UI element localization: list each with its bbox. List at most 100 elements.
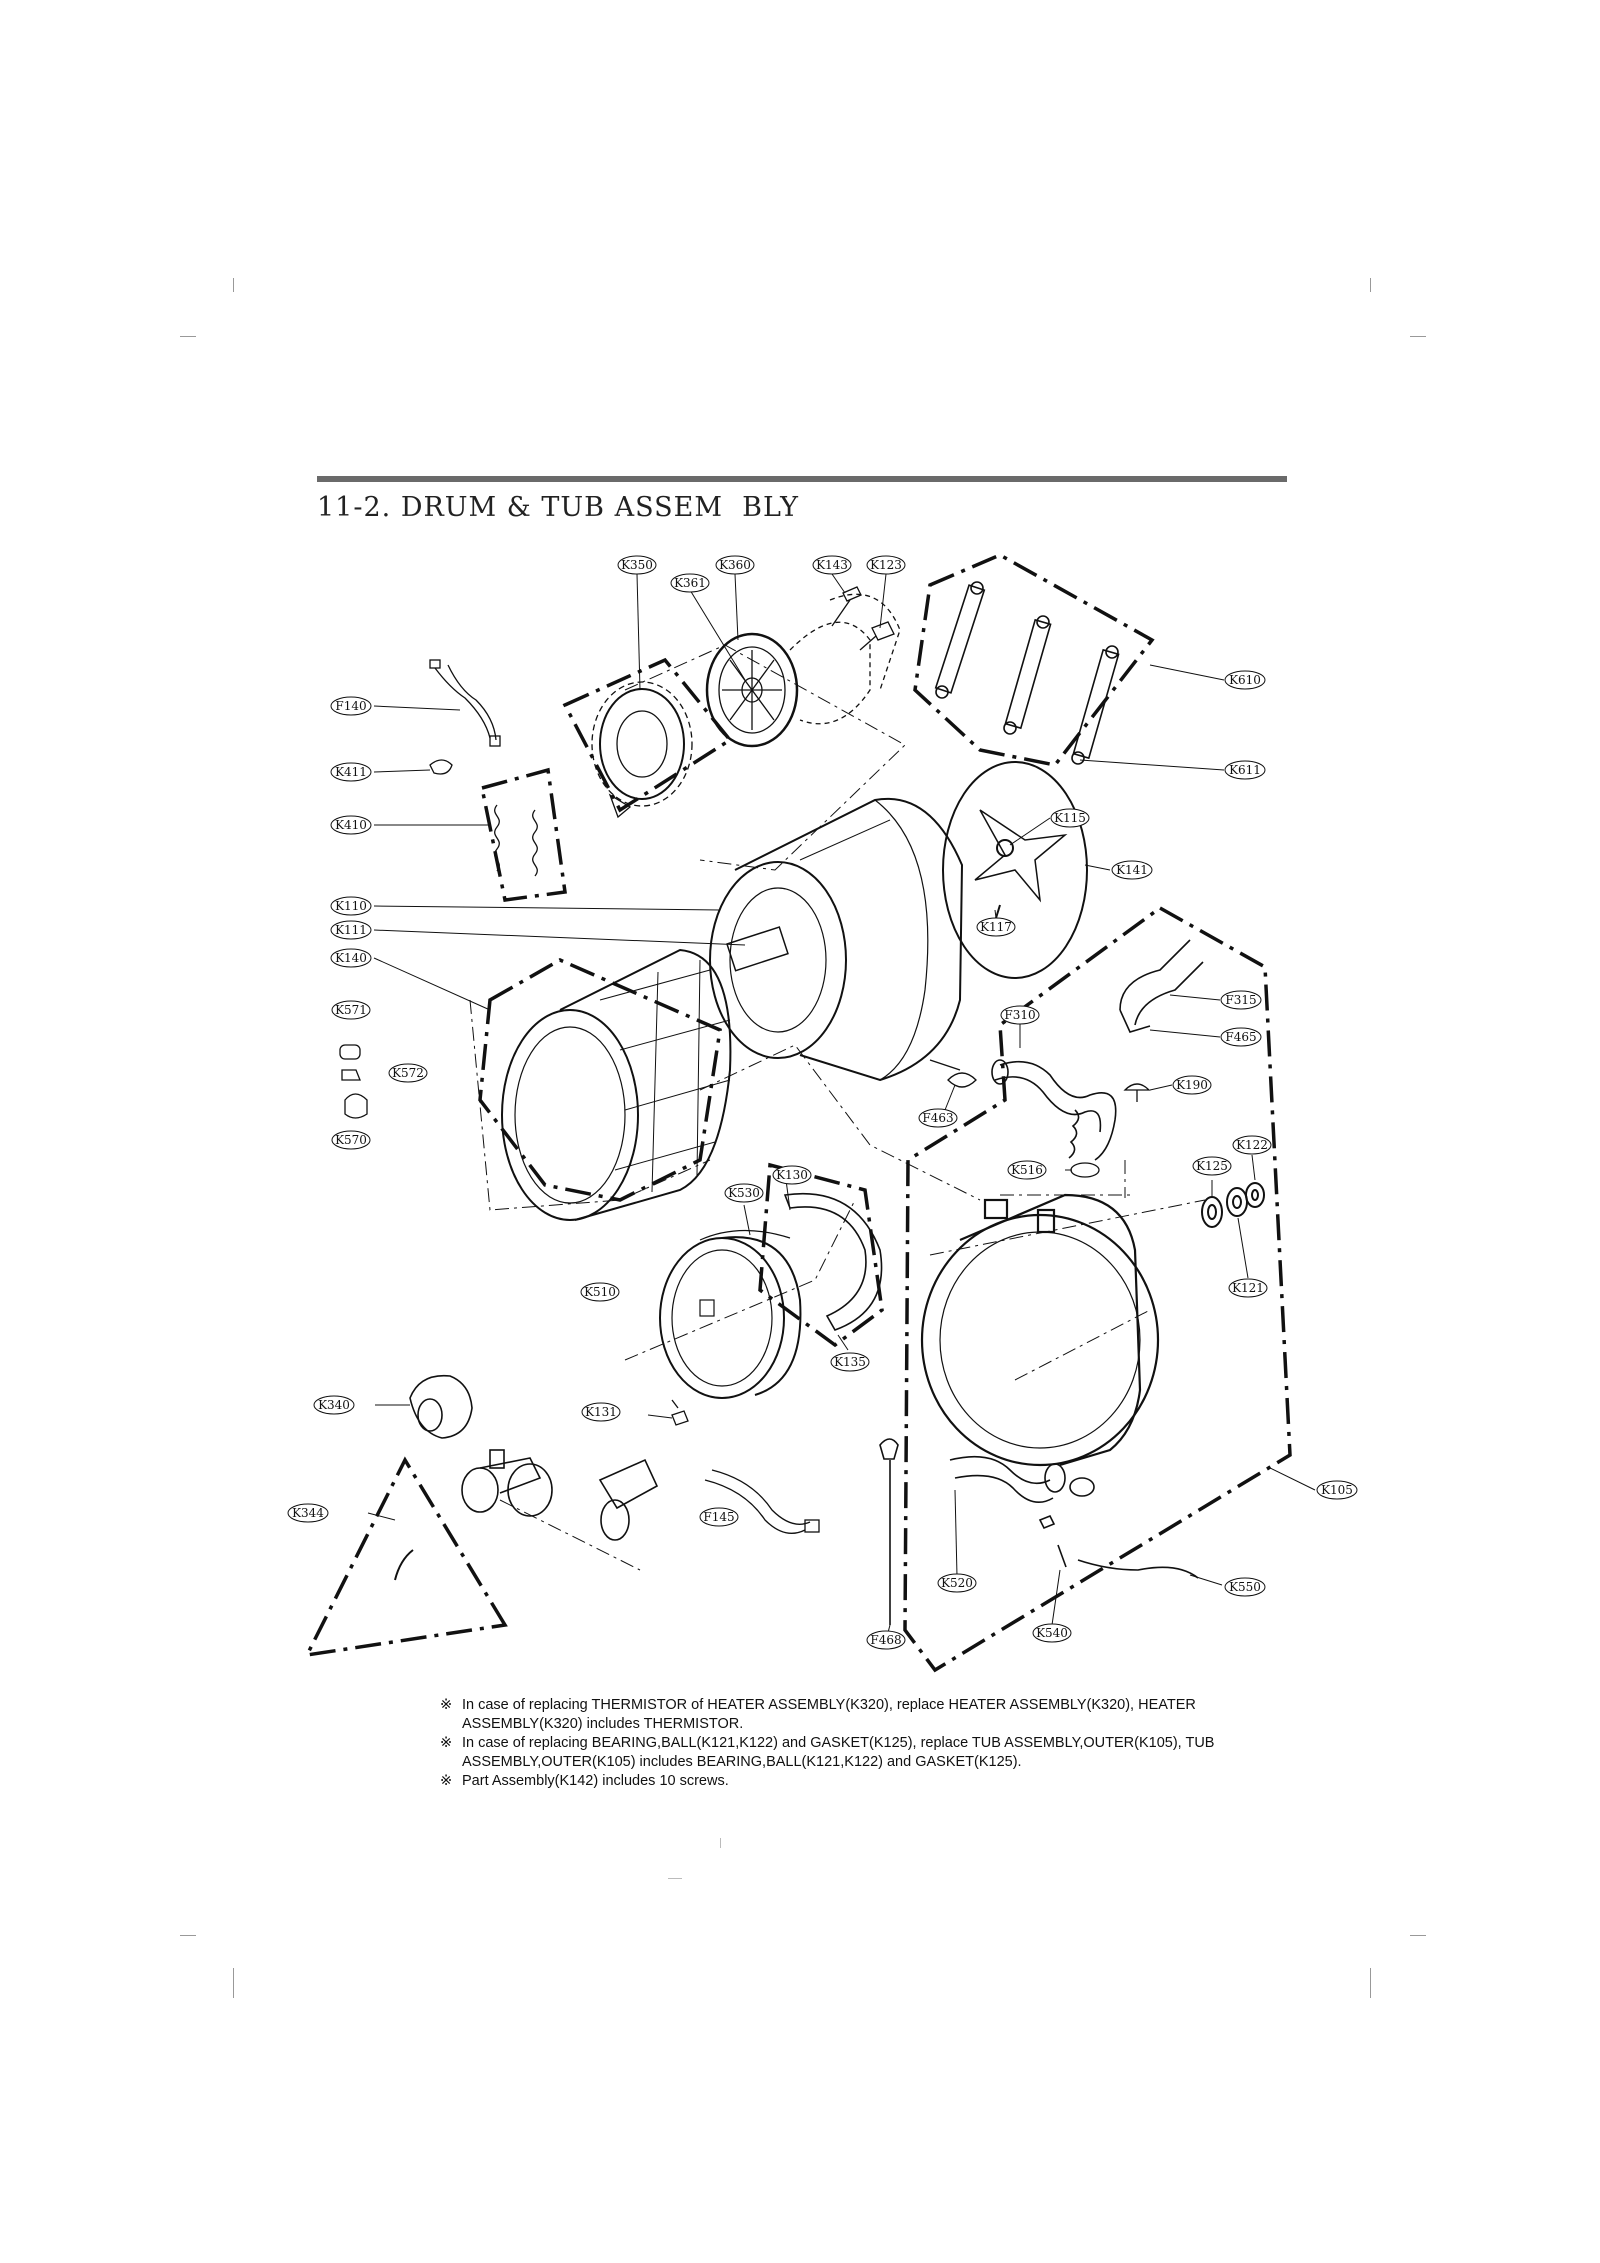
callout-label: K131 <box>585 1405 617 1419</box>
damper-1 <box>934 581 986 699</box>
crop-mark <box>180 336 196 337</box>
callout-label: F465 <box>1225 1030 1256 1044</box>
callout: K410 <box>330 815 372 835</box>
callout-label: K111 <box>335 923 367 937</box>
leader-lines <box>367 573 1316 1641</box>
callout: K141 <box>1111 860 1153 880</box>
callout-label: F145 <box>703 1510 734 1524</box>
callout-label: K411 <box>335 765 367 779</box>
callout-label: K610 <box>1229 673 1261 687</box>
callout-label: K410 <box>335 818 367 832</box>
callout-label: K344 <box>292 1506 324 1520</box>
note-mark: ※ <box>440 1735 453 1751</box>
callout-label: F463 <box>922 1111 953 1125</box>
callout-label: K105 <box>1321 1483 1353 1497</box>
hose-parts <box>991 939 1204 1161</box>
callout: K611 <box>1224 760 1266 780</box>
damper-3 <box>1071 645 1120 765</box>
rotor-part <box>705 593 901 748</box>
screw-part <box>671 1399 689 1426</box>
callout-label: K117 <box>980 920 1012 934</box>
page-title: 11-2. DRUM & TUB ASSEM BLY <box>317 492 799 523</box>
note-mark: ※ <box>440 1773 453 1789</box>
callout-label: K570 <box>335 1133 367 1147</box>
callout-label: K140 <box>335 951 367 965</box>
callout: K344 <box>287 1503 329 1523</box>
callout-label: K510 <box>584 1285 616 1299</box>
callout-label: K516 <box>1011 1163 1043 1177</box>
callout: K121 <box>1228 1278 1268 1298</box>
crop-mark <box>180 1935 196 1936</box>
spring-parts <box>494 804 538 877</box>
crop-mark <box>1410 1935 1426 1936</box>
callout-label: K190 <box>1176 1078 1208 1092</box>
rotor-bolts <box>831 586 895 651</box>
callout-label: K360 <box>719 558 751 572</box>
note-item: ※Part Assembly(K142) includes 10 screws. <box>440 1772 1280 1791</box>
crop-mark <box>1370 278 1371 292</box>
callout: K190 <box>1172 1075 1212 1095</box>
callout: K571 <box>331 1000 371 1020</box>
callout: K550 <box>1224 1577 1266 1597</box>
callout: K350 <box>617 555 657 575</box>
callout: K115 <box>1050 808 1090 828</box>
callout: K130 <box>772 1165 812 1185</box>
title-rule <box>317 476 1287 482</box>
callout: K361 <box>670 573 710 593</box>
valve-parts <box>929 1059 1151 1178</box>
callout-labels: K350 K360 K361 K143 K123 F140 K611 K610 … <box>287 555 1358 1650</box>
callout-label: K110 <box>335 899 367 913</box>
tub-group-outline <box>903 905 1292 1673</box>
callout-label: K135 <box>834 1355 866 1369</box>
harness-2-part <box>704 1469 820 1534</box>
callout: F465 <box>1220 1027 1262 1047</box>
callout-label: F140 <box>335 699 366 713</box>
callout: K516 <box>1007 1160 1047 1180</box>
note-text: In case of replacing BEARING,BALL(K121,K… <box>462 1735 1215 1770</box>
bracket-part <box>783 1192 883 1331</box>
drain-pump-part <box>394 1449 659 1581</box>
callout: K540 <box>1032 1623 1072 1643</box>
rotor-group-outline <box>562 657 733 813</box>
crop-mark <box>233 1968 234 1998</box>
callout-label: F315 <box>1225 993 1256 1007</box>
callout-label: K611 <box>1229 763 1261 777</box>
lower-hose-parts <box>879 1438 1199 1625</box>
notes-block: ※In case of replacing THERMISTOR of HEAT… <box>440 1696 1280 1791</box>
callout: K520 <box>937 1573 977 1593</box>
callout-label: K143 <box>816 558 848 572</box>
callout-label: F468 <box>870 1633 901 1647</box>
callout-label: K122 <box>1236 1138 1268 1152</box>
callout-label: K350 <box>621 558 653 572</box>
callout: K411 <box>330 762 372 782</box>
crop-mark <box>233 278 234 292</box>
callout: K122 <box>1232 1135 1272 1155</box>
callout-label: K130 <box>776 1168 808 1182</box>
callout: K110 <box>330 896 372 916</box>
heater-part <box>409 1374 473 1439</box>
small-fittings <box>339 1044 368 1119</box>
tub-front-outline <box>478 958 722 1202</box>
callout: K123 <box>866 555 906 575</box>
drum-part <box>709 797 964 1082</box>
callout-label: K340 <box>318 1398 350 1412</box>
callout-label: K530 <box>728 1186 760 1200</box>
callout-label: K123 <box>870 558 902 572</box>
clip-part <box>429 759 453 775</box>
callout-label: K125 <box>1196 1159 1228 1173</box>
bearing-parts <box>1201 1182 1265 1228</box>
callout-label: K121 <box>1232 1281 1264 1295</box>
note-mark: ※ <box>440 1697 453 1713</box>
bracket-outline <box>758 1162 884 1348</box>
spider-part <box>942 761 1088 979</box>
rear-tub-part <box>501 948 732 1221</box>
stator-part <box>591 681 693 819</box>
callout: K131 <box>581 1402 621 1422</box>
callout: F315 <box>1220 990 1262 1010</box>
damper-2 <box>1003 615 1052 735</box>
callout: K360 <box>715 555 755 575</box>
spring-group-outline <box>479 767 567 902</box>
crop-mark <box>1370 1968 1371 1998</box>
callout: F463 <box>918 1108 958 1128</box>
